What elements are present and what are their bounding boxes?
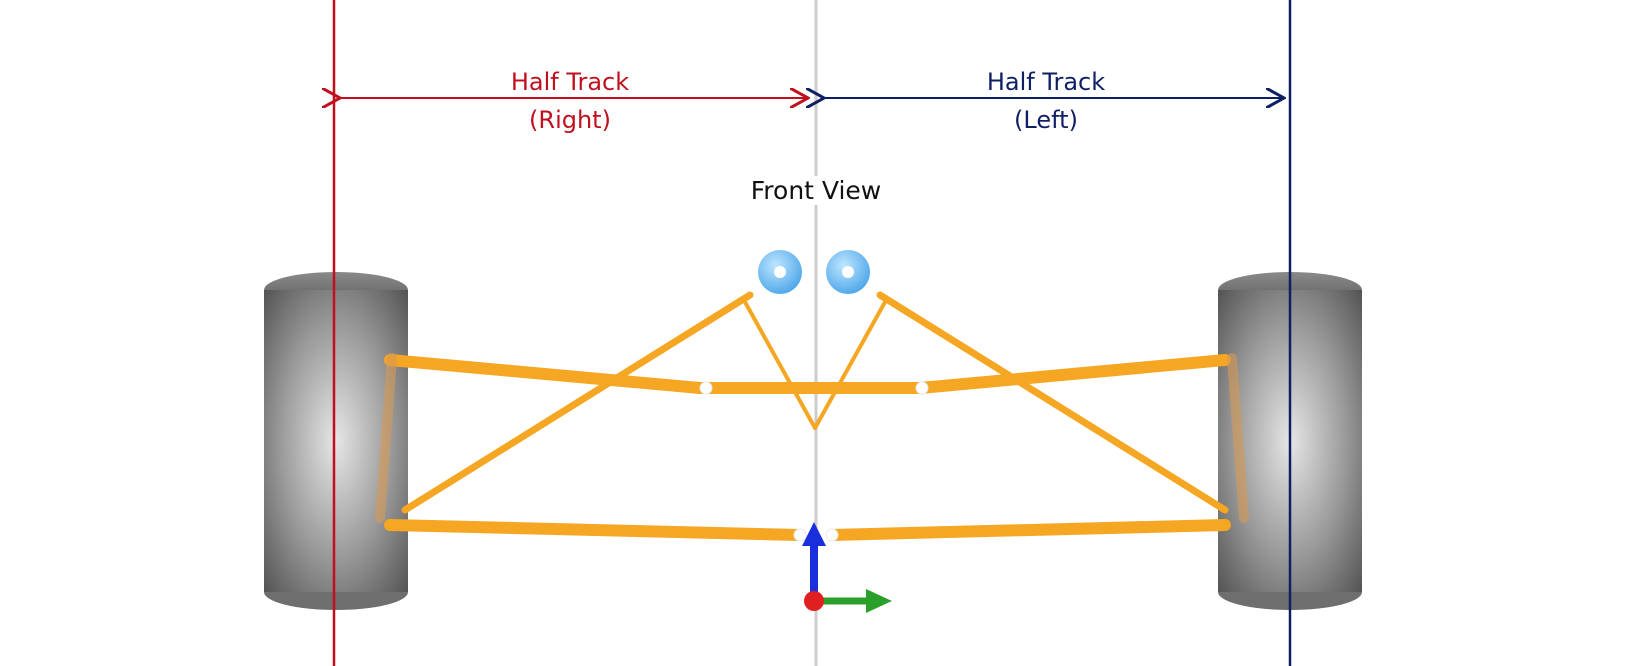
shock-mounts	[758, 250, 870, 294]
left-half-track-title: Half Track	[986, 68, 1106, 96]
suspension-arms	[375, 291, 1249, 541]
left-half-track-subtitle: (Left)	[1014, 106, 1078, 134]
chassis-pivot-icon	[699, 381, 929, 542]
right-half-track-title: Half Track	[510, 68, 630, 96]
right-half-track-subtitle: (Right)	[529, 106, 611, 134]
front-view-title: Front View	[744, 176, 888, 205]
xyz-axis-icon	[802, 522, 892, 613]
